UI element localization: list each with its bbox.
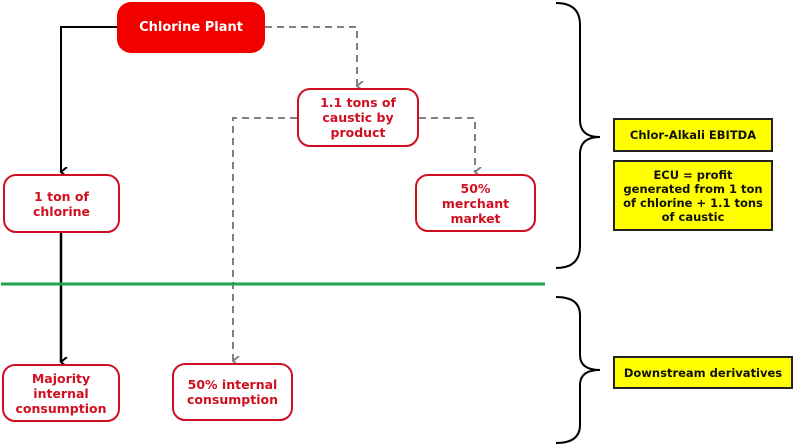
node-one-ton-chlorine: 1 ton of chlorine [3, 174, 120, 233]
brace-bottom [555, 296, 601, 444]
brace-top [555, 2, 601, 269]
node-internal-consumption-label: 50% internal consumption [187, 377, 278, 407]
label-downstream-text: Downstream derivatives [623, 365, 783, 380]
label-downstream: Downstream derivatives [613, 356, 793, 389]
node-one-ton-chlorine-label: 1 ton of chlorine [33, 188, 91, 219]
node-internal-consumption: 50% internal consumption [172, 363, 293, 421]
node-caustic-byproduct: 1.1 tons of caustic by product [297, 88, 419, 147]
label-ecu: ECU = profit generated from 1 ton of chl… [613, 160, 773, 231]
connector-caustic-to-merchant [419, 117, 475, 172]
node-chlorine-plant: Chlorine Plant [117, 2, 265, 53]
label-ebitda-text: Chlor-Alkali EBITDA [629, 128, 757, 142]
node-merchant-market: 50% merchant market [415, 174, 536, 232]
node-majority-internal: Majority internal consumption [2, 364, 120, 422]
node-caustic-byproduct-label: 1.1 tons of caustic by product [320, 95, 396, 140]
node-merchant-market-label: 50% merchant market [441, 180, 510, 226]
connector-plant-to-chlorine [61, 26, 118, 172]
label-ecu-text: ECU = profit generated from 1 ton of chl… [623, 167, 763, 224]
label-ebitda: Chlor-Alkali EBITDA [613, 118, 773, 152]
node-majority-internal-label: Majority internal consumption [15, 370, 107, 416]
connector-caustic-to-internal [233, 117, 297, 361]
connector-plant-to-caustic [265, 26, 357, 86]
node-chlorine-plant-label: Chlorine Plant [139, 20, 243, 35]
